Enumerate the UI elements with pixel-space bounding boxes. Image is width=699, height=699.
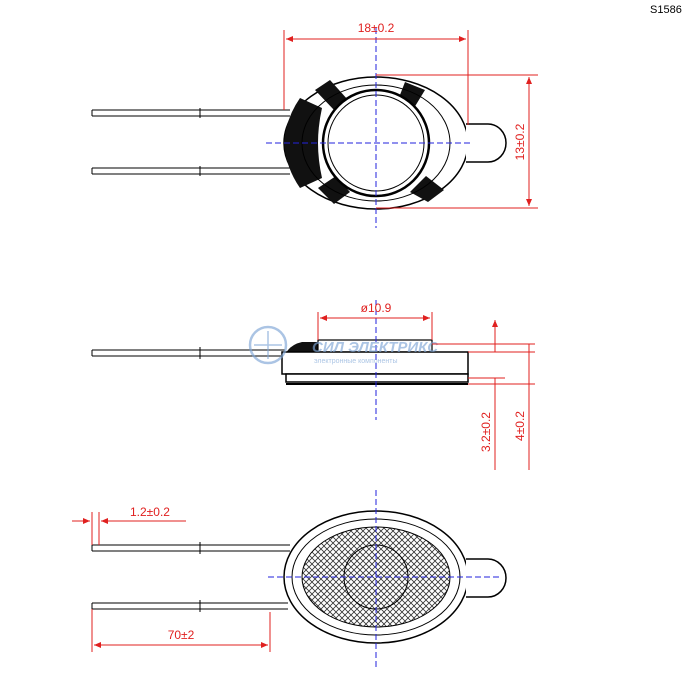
part-code-label: S1586	[650, 4, 682, 16]
total-thickness-label: 4±0.2	[513, 411, 527, 441]
top-view-leads	[91, 108, 290, 176]
side-base	[285, 373, 469, 383]
side-view	[91, 300, 469, 420]
lead-strip-length-label: 1.2±0.2	[130, 505, 170, 519]
bottom-view-dimensions	[72, 512, 271, 652]
width-dimension-label: 18±0.2	[358, 21, 395, 35]
bottom-solder-lug	[466, 558, 507, 598]
watermark-tagline: электронные компоненты	[314, 358, 398, 365]
bottom-view-leads	[91, 542, 290, 612]
clip-top-left	[315, 80, 348, 110]
height-dimension-label: 13±0.2	[513, 123, 527, 160]
body-thickness-label: 3.2±0.2	[479, 412, 493, 452]
bottom-view-centerlines	[268, 490, 500, 668]
cone-diameter-label: ø10.9	[361, 301, 392, 315]
side-view-dimensions	[317, 312, 535, 470]
lead-length-label: 70±2	[168, 628, 195, 642]
solder-lug	[466, 123, 507, 163]
top-view-centerlines	[266, 28, 470, 228]
watermark-brand: СИЛ ЭЛЕКТРИКС	[312, 339, 439, 356]
top-view-dimensions	[283, 30, 538, 209]
clip-bottom-right	[410, 176, 444, 202]
watermark-logo	[248, 325, 288, 365]
top-view	[91, 28, 507, 228]
bottom-view	[91, 490, 507, 668]
